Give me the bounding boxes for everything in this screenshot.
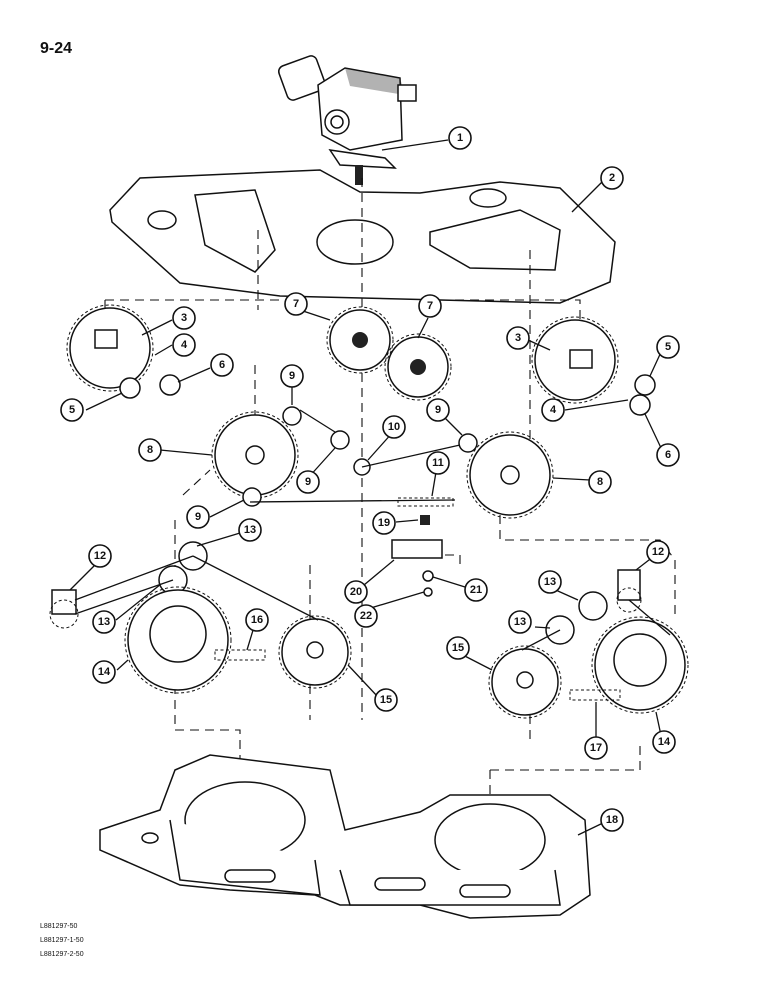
- svg-text:9: 9: [435, 404, 441, 416]
- svg-text:11: 11: [432, 457, 444, 469]
- svg-text:22: 22: [360, 610, 372, 622]
- callout-11: 11: [426, 451, 450, 475]
- callout-7-right: 7: [418, 294, 442, 318]
- callout-13-left: 13: [92, 610, 116, 634]
- callout-4-left: 4: [172, 333, 196, 357]
- reference-code: L881297-50: [40, 923, 78, 930]
- svg-text:6: 6: [665, 449, 671, 461]
- svg-text:3: 3: [515, 332, 521, 344]
- svg-text:7: 7: [293, 298, 299, 310]
- callout-20: 20: [344, 580, 368, 604]
- callout-7-left: 7: [284, 292, 308, 316]
- callout-21: 21: [464, 578, 488, 602]
- alignment-lines: [104, 178, 676, 830]
- callout-14-left: 14: [92, 660, 116, 684]
- page-number: 9-24: [40, 40, 73, 57]
- callout-9-top: 9: [280, 364, 304, 388]
- callout-9-mid: 9: [296, 470, 320, 494]
- callout-10: 10: [382, 415, 406, 439]
- callout-18: 18: [600, 808, 624, 832]
- center-small-parts: [391, 497, 454, 597]
- callout-8-right: 8: [588, 470, 612, 494]
- callout-15-left: 15: [374, 688, 398, 712]
- gearbox-assembly: [277, 55, 417, 185]
- svg-text:7: 7: [427, 300, 433, 312]
- svg-text:8: 8: [147, 444, 153, 456]
- callout-17: 17: [584, 736, 608, 760]
- callout-13-top: 13: [238, 518, 262, 542]
- svg-text:6: 6: [219, 359, 225, 371]
- callout-2: 2: [600, 166, 624, 190]
- svg-text:15: 15: [452, 642, 464, 654]
- svg-text:19: 19: [378, 517, 390, 529]
- svg-text:13: 13: [544, 576, 556, 588]
- svg-text:14: 14: [658, 736, 671, 748]
- svg-text:5: 5: [665, 341, 671, 353]
- svg-text:2: 2: [609, 172, 615, 184]
- callout-13-right-lower: 13: [508, 610, 532, 634]
- svg-text:13: 13: [244, 524, 256, 536]
- svg-text:12: 12: [652, 546, 664, 558]
- svg-text:9: 9: [195, 511, 201, 523]
- callout-9-right: 9: [426, 398, 450, 422]
- right-sprocket-assembly: [531, 316, 656, 416]
- svg-text:4: 4: [181, 339, 188, 351]
- svg-text:15: 15: [380, 694, 392, 706]
- svg-text:21: 21: [470, 584, 482, 596]
- callout-14-right: 14: [652, 730, 676, 754]
- callout-8-left: 8: [138, 438, 162, 462]
- upper-mounting-plate: [109, 169, 616, 304]
- svg-text:4: 4: [550, 404, 557, 416]
- callout-19: 19: [372, 511, 396, 535]
- svg-text:18: 18: [606, 814, 618, 826]
- callout-6-left: 6: [210, 353, 234, 377]
- callout-13-right: 13: [538, 570, 562, 594]
- svg-text:16: 16: [251, 614, 263, 626]
- lower-right-drive-assembly: [488, 569, 689, 719]
- callout-3-right: 3: [506, 326, 530, 350]
- svg-text:10: 10: [388, 421, 400, 433]
- callout-12-right: 12: [646, 540, 670, 564]
- reference-code: L881297-2-50: [40, 951, 84, 958]
- svg-text:8: 8: [597, 476, 603, 488]
- lower-left-drive-assembly: [49, 541, 352, 694]
- svg-text:5: 5: [69, 404, 75, 416]
- svg-text:1: 1: [457, 132, 463, 144]
- svg-text:9: 9: [305, 476, 311, 488]
- svg-text:14: 14: [98, 666, 111, 678]
- callout-5-right: 5: [656, 335, 680, 359]
- left-sprocket-assembly: [66, 304, 181, 399]
- middle-sprocket-row: [211, 406, 554, 519]
- callout-3-left: 3: [172, 306, 196, 330]
- svg-text:12: 12: [94, 550, 106, 562]
- svg-text:13: 13: [514, 616, 526, 628]
- callout-6-right: 6: [656, 443, 680, 467]
- svg-text:13: 13: [98, 616, 110, 628]
- svg-text:3: 3: [181, 312, 187, 324]
- svg-text:17: 17: [590, 742, 602, 754]
- callout-5-left: 5: [60, 398, 84, 422]
- callout-1: 1: [448, 126, 472, 150]
- reference-code: L881297-1-50: [40, 937, 84, 944]
- svg-text:9: 9: [289, 370, 295, 382]
- reference-codes: L881297-50 L881297-1-50 L881297-2-50: [40, 920, 84, 962]
- callout-22: 22: [354, 604, 378, 628]
- svg-text:20: 20: [350, 586, 362, 598]
- callout-12-left: 12: [88, 544, 112, 568]
- callout-4-right: 4: [541, 398, 565, 422]
- center-gear-pair: [326, 306, 452, 401]
- lower-mounting-plate: [99, 754, 591, 919]
- callout-9-bottom: 9: [186, 505, 210, 529]
- callout-15-right-upper: 15: [446, 636, 470, 660]
- callout-16: 16: [245, 608, 269, 632]
